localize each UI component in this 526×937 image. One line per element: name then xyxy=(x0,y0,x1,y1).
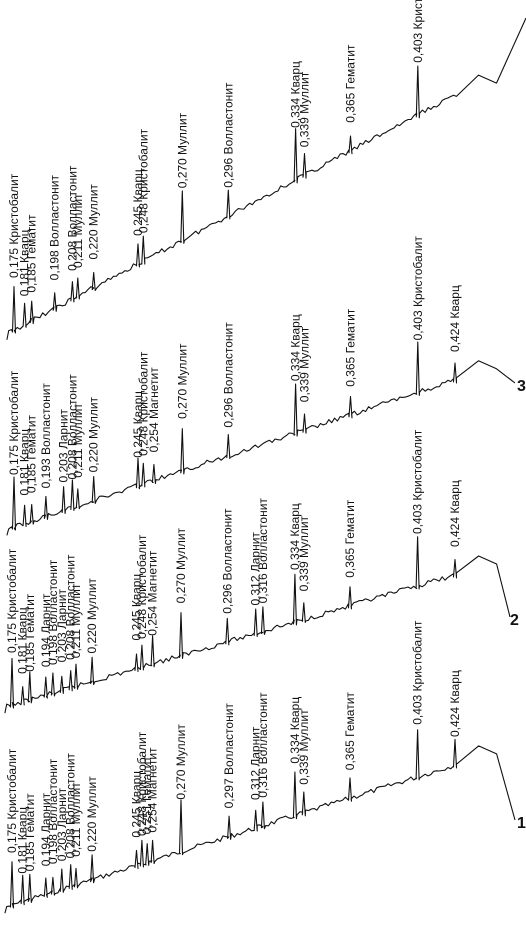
peak-label-1-10: 0,248 Кристобалит xyxy=(135,731,149,836)
peak-label-3-0: 0,175 Кристобалит xyxy=(7,370,21,475)
peak-label-3-8: 0,245 Кварц xyxy=(131,391,145,458)
peak-label-1-8: 0,220 Муллит xyxy=(85,776,99,852)
peak-label-4-9: 0,270 Муллит xyxy=(175,112,189,188)
peak-label-4-8: 0,248 Кристобалит xyxy=(136,128,150,233)
peak-label-4-13: 0,365 Гематит xyxy=(344,44,358,123)
peak-label-2-12: 0,270 Муллит xyxy=(174,527,188,603)
peak-label-1-14: 0,297 Волластонит xyxy=(222,703,236,809)
peak-label-1-9: 0,245 Кварц xyxy=(130,771,144,838)
trace-curve-2 xyxy=(4,536,511,714)
peak-label-1-17: 0,334 Кварц xyxy=(288,697,302,764)
peak-label-1-5: 0,203 Ларнит xyxy=(55,787,69,861)
peak-label-2-2: 0,185 Гематит xyxy=(23,593,37,672)
peak-label-2-19: 0,403 Кристобалит xyxy=(411,429,425,534)
peak-label-2-11: 0,254 Магнетит xyxy=(146,550,160,636)
peak-label-1-15: 0,312 Ларнит xyxy=(249,726,263,800)
peak-label-3-17: 0,424 Кварц xyxy=(448,285,462,352)
peak-label-4-4: 0,208 Волластонит xyxy=(65,165,79,271)
peak-label-1-20: 0,403 Кристобалит xyxy=(411,620,425,725)
peak-label-1-0: 0,175 Кристобалит xyxy=(5,748,19,853)
peak-label-3-7: 0,220 Муллит xyxy=(87,396,101,472)
peak-label-4-7: 0,245 Кварц xyxy=(131,169,145,236)
peak-label-1-4: 0,198 Волластонит xyxy=(46,758,60,864)
peak-label-1-1: 0,181 Кварц xyxy=(16,807,30,874)
peak-label-4-10: 0,296 Волластонит xyxy=(221,82,235,188)
peak-label-2-5: 0,203 Ларнит xyxy=(55,588,69,662)
peak-label-2-4: 0,198 Волластонит xyxy=(46,559,60,665)
peak-label-1-21: 0,424 Кварц xyxy=(448,670,462,737)
peak-label-4-5: 0,211 Муллит xyxy=(71,193,85,268)
peak-label-4-2: 0,185 Гематит xyxy=(25,214,39,293)
peak-label-2-0: 0,175 Кристобалит xyxy=(5,548,19,653)
peak-label-2-16: 0,334 Кварц xyxy=(288,503,302,570)
peak-label-1-13: 0,270 Муллит xyxy=(174,724,188,800)
peak-label-2-14: 0,312 Ларнит xyxy=(249,532,263,606)
peak-label-2-10: 0,248 Кристобалит xyxy=(135,534,149,639)
peak-label-2-15: 0,316 Волластонит xyxy=(256,498,270,604)
peak-label-1-16: 0,316 Волластонит xyxy=(256,692,270,798)
peak-label-4-6: 0,220 Муллит xyxy=(87,184,101,260)
peak-label-4-12: 0,339 Муллит xyxy=(298,71,312,147)
peak-label-1-6: 0,208 Волластонит xyxy=(64,753,78,859)
peak-label-1-19: 0,365 Гематит xyxy=(343,692,357,771)
peak-label-1-18: 0,339 Муллит xyxy=(297,709,311,785)
peak-label-3-14: 0,339 Муллит xyxy=(298,326,312,402)
peak-label-4-1: 0,181 Кварц xyxy=(18,229,32,296)
peak-label-3-13: 0,334 Кварц xyxy=(289,314,303,381)
peak-label-1-11: 0,251 Гематит xyxy=(140,756,154,835)
peak-label-4-0: 0,175 Кристобалит xyxy=(7,173,21,278)
peak-label-3-6: 0,211 Муллит xyxy=(71,403,85,478)
curve-number-2: 2 xyxy=(510,612,519,629)
peak-label-4-11: 0,334 Кварц xyxy=(289,61,303,128)
peak-label-2-13: 0,296 Волластонит xyxy=(220,508,234,614)
peak-label-3-10: 0,254 Магнетит xyxy=(147,367,161,453)
peak-label-2-20: 0,424 Кварц xyxy=(448,480,462,547)
peak-label-3-12: 0,296 Волластонит xyxy=(221,322,235,428)
curve-numbers: 1 2 3 xyxy=(510,378,526,832)
peak-label-1-3: 0,194 Ларнит xyxy=(39,792,53,866)
peak-label-3-9: 0,248 Кристобалит xyxy=(136,351,150,456)
trace-curve-4 xyxy=(6,17,526,340)
peak-label-2-8: 0,220 Муллит xyxy=(85,578,99,654)
curve-number-3: 3 xyxy=(517,378,526,395)
peak-label-2-18: 0,365 Гематит xyxy=(343,499,357,578)
peak-label-3-11: 0,270 Муллит xyxy=(175,343,189,419)
peak-label-1-2: 0,185 Гематит xyxy=(23,793,37,872)
peak-label-2-6: 0,208 Волластонит xyxy=(64,554,78,660)
peak-label-1-7: 0,211 Муллит xyxy=(69,782,83,857)
peak-label-3-15: 0,365 Гематит xyxy=(344,308,358,387)
peak-label-3-3: 0,193 Волластонит xyxy=(39,383,53,489)
peak-label-3-2: 0,185 Гематит xyxy=(25,415,39,494)
peak-label-4-3: 0,198 Волластонит xyxy=(48,174,62,280)
peak-label-4-14: 0,403 Кристобалит xyxy=(411,0,425,63)
peak-label-2-1: 0,181 Кварц xyxy=(16,607,30,674)
peak-label-3-5: 0,208 Волластонит xyxy=(65,374,79,480)
peak-label-2-17: 0,339 Муллит xyxy=(297,515,311,591)
curve-number-1: 1 xyxy=(517,815,526,832)
trace-curve-1 xyxy=(4,729,516,914)
peak-label-2-7: 0,211 Муллит xyxy=(69,583,83,658)
peak-label-2-9: 0,245 Кварц xyxy=(130,574,144,641)
diffraction-traces xyxy=(4,17,526,914)
trace-curve-3 xyxy=(6,341,516,536)
peak-label-1-12: 0,254 Магнетит xyxy=(146,747,160,833)
peak-label-3-1: 0,181 Кварц xyxy=(18,429,32,496)
peak-label-3-16: 0,403 Кристобалит xyxy=(411,236,425,341)
peak-label-3-4: 0,203 Ларнит xyxy=(57,409,71,483)
peak-label-2-3: 0,194 Ларнит xyxy=(39,593,53,667)
